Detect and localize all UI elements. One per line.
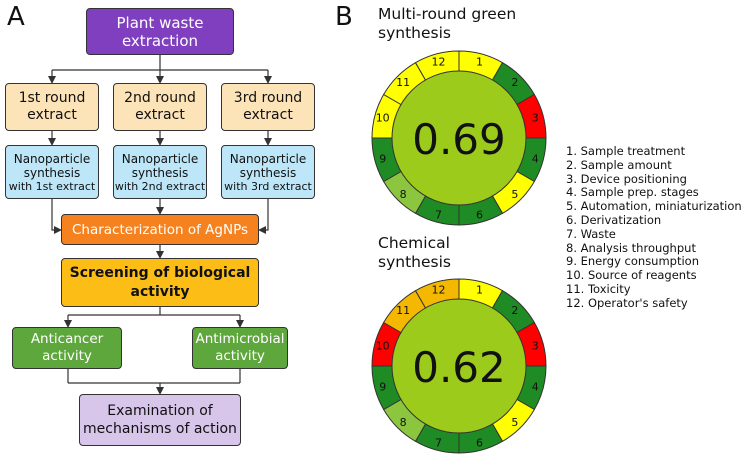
wheel-2-segment-label: 10 bbox=[376, 340, 390, 353]
wheel-2-segment-label: 6 bbox=[476, 436, 483, 449]
round-3-extract-box: 3rd round extract bbox=[221, 83, 315, 131]
panel-b-label: B bbox=[335, 2, 353, 32]
legend-item: 8. Analysis throughput bbox=[566, 240, 696, 255]
plant-waste-extraction-label: Plant waste extraction bbox=[116, 13, 204, 50]
characterization-box: Characterization of AgNPs bbox=[61, 214, 259, 245]
nano-sub-2: with 2nd extract bbox=[114, 179, 206, 193]
wheel-1-segment-label: 3 bbox=[532, 112, 539, 125]
plant-waste-extraction-box: Plant waste extraction bbox=[86, 8, 234, 55]
wheel-2-segment-label: 8 bbox=[400, 416, 407, 429]
wheel-2-segment-label: 2 bbox=[511, 304, 518, 317]
criteria-legend: 1. Sample treatment 2. Sample amount 3. … bbox=[566, 144, 742, 311]
nano-title-2: Nanoparticle synthesis bbox=[121, 151, 199, 180]
screening-label: Screening of biological activity bbox=[69, 264, 251, 300]
examination-box: Examination of mechanisms of action bbox=[79, 394, 241, 446]
wheel-2-score: 0.62 bbox=[412, 343, 506, 392]
wheel-2-segment-label: 4 bbox=[532, 380, 539, 393]
legend-item: 1. Sample treatment bbox=[566, 144, 686, 158]
nano-sub-1: with 1st extract bbox=[8, 179, 96, 193]
round-1-extract-label: 1st round extract bbox=[18, 90, 86, 123]
examination-label: Examination of mechanisms of action bbox=[83, 403, 237, 437]
round-2-extract-box: 2nd round extract bbox=[113, 83, 207, 131]
wheel-1-center bbox=[391, 70, 527, 206]
legend-item: 7. Waste bbox=[566, 226, 616, 241]
legend-item: 9. Energy consumption bbox=[566, 254, 700, 269]
legend-item: 5. Automation, miniaturization bbox=[566, 199, 742, 214]
wheel-2-segment-label: 3 bbox=[532, 340, 539, 353]
legend-item: 12. Operator's safety bbox=[566, 295, 688, 310]
wheel-1-segment-label: 1 bbox=[476, 56, 483, 69]
anticancer-label: Anticancer activity bbox=[30, 331, 104, 364]
nano-sub-3: with 3rd extract bbox=[224, 179, 312, 193]
anticancer-activity-box: Anticancer activity bbox=[12, 327, 122, 369]
legend-item: 2. Sample amount bbox=[566, 157, 672, 172]
nano-title-3: Nanoparticle synthesis bbox=[229, 151, 307, 180]
wheel-1-segment-label: 11 bbox=[396, 76, 410, 89]
wheel-2-segment-label: 12 bbox=[432, 284, 446, 297]
legend-item: 10. Source of reagents bbox=[566, 268, 697, 283]
chart-2-title: Chemical synthesis bbox=[378, 234, 451, 271]
nanoparticle-synthesis-3-box: Nanoparticle synthesis with 3rd extract bbox=[221, 145, 315, 199]
wheel-2-center bbox=[391, 298, 527, 434]
panel-a-label: A bbox=[7, 2, 25, 32]
nano-title-1: Nanoparticle synthesis bbox=[13, 151, 91, 180]
wheel-2-segment-label: 9 bbox=[379, 380, 386, 393]
wheel-1-segment-label: 12 bbox=[432, 56, 446, 69]
wheel-2-segment-label: 7 bbox=[435, 436, 442, 449]
nanoparticle-synthesis-1-box: Nanoparticle synthesis with 1st extract bbox=[5, 145, 99, 199]
wheel-2-segment-label: 5 bbox=[511, 416, 518, 429]
antimicrobial-activity-box: Antimicrobial activity bbox=[192, 327, 288, 369]
legend-item: 4. Sample prep. stages bbox=[566, 185, 699, 200]
round-1-extract-box: 1st round extract bbox=[5, 83, 99, 131]
legend-item: 6. Derivatization bbox=[566, 212, 662, 227]
wheel-1-segment-label: 5 bbox=[511, 188, 518, 201]
legend-item: 3. Device positioning bbox=[566, 171, 687, 186]
nanoparticle-synthesis-2-box: Nanoparticle synthesis with 2nd extract bbox=[113, 145, 207, 199]
wheel-1-segment-label: 7 bbox=[435, 208, 442, 221]
round-3-extract-label: 3rd round extract bbox=[233, 90, 303, 123]
characterization-label: Characterization of AgNPs bbox=[71, 221, 249, 238]
wheel-1-segment-label: 4 bbox=[532, 152, 539, 165]
wheel-2-segment-label: 11 bbox=[396, 304, 410, 317]
legend-item: 11. Toxicity bbox=[566, 281, 631, 296]
antimicrobial-label: Antimicrobial activity bbox=[195, 331, 285, 364]
wheel-1-score: 0.69 bbox=[412, 115, 506, 164]
wheel-2-segment-label: 1 bbox=[476, 284, 483, 297]
round-2-extract-label: 2nd round extract bbox=[124, 90, 196, 123]
wheel-1-segment-label: 8 bbox=[400, 188, 407, 201]
chart-1-title: Multi-round green synthesis bbox=[378, 5, 517, 42]
wheel-1-segment-label: 9 bbox=[379, 152, 386, 165]
wheel-1-segment-label: 10 bbox=[376, 112, 390, 125]
screening-box: Screening of biological activity bbox=[61, 258, 259, 307]
wheel-1-segment-label: 6 bbox=[476, 208, 483, 221]
wheel-1-segment-label: 2 bbox=[511, 76, 518, 89]
